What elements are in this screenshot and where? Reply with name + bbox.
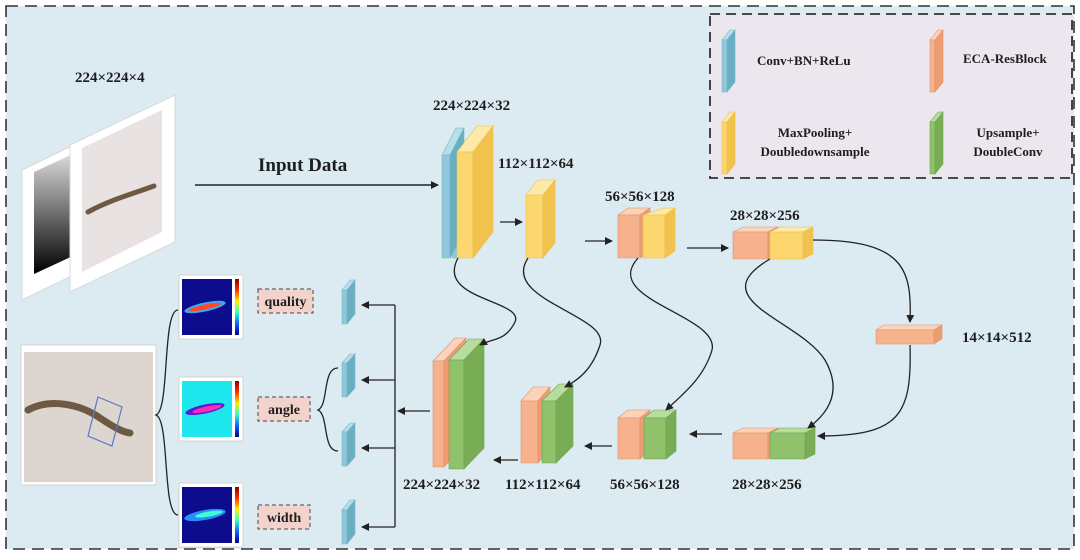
input-size-label: 224×224×4 xyxy=(75,70,145,86)
width-label: width xyxy=(267,511,301,526)
input-data-label: Input Data xyxy=(258,155,348,176)
encoder-block-1 xyxy=(441,125,494,259)
angle-label: angle xyxy=(268,403,300,418)
legend-conv-label: Conv+BN+ReLu xyxy=(757,53,851,68)
quality-heatmap xyxy=(178,274,244,340)
bottleneck-down-arrow xyxy=(812,239,915,323)
angle-brace xyxy=(316,367,339,452)
legend-box xyxy=(709,13,1073,179)
encoder-label-3: 56×56×128 xyxy=(605,189,675,205)
legend-conv-swatch xyxy=(721,29,736,93)
decoder-block-3 xyxy=(617,409,677,460)
decoder-label-3: 56×56×128 xyxy=(610,477,680,493)
decoder-label-1: 224×224×32 xyxy=(403,477,480,493)
grasp-result-image xyxy=(20,344,157,486)
width-label-box xyxy=(257,504,311,530)
decoder-block-4 xyxy=(732,427,816,460)
bottleneck-block xyxy=(874,324,944,345)
encoder-block-2 xyxy=(525,179,556,259)
encoder-block-4 xyxy=(732,226,814,260)
encoder-block-3 xyxy=(617,207,676,259)
output-head-angle-1 xyxy=(341,353,356,398)
bottleneck-up-arrow xyxy=(817,344,911,440)
skip-connection-3 xyxy=(629,257,713,411)
angle-label-box xyxy=(257,396,311,422)
angle-heatmap xyxy=(178,376,244,442)
output-head-width xyxy=(341,499,356,545)
encoder-label-2: 112×112×64 xyxy=(498,156,574,172)
encoder-label-1: 224×224×32 xyxy=(433,98,510,114)
bottleneck-label: 14×14×512 xyxy=(962,330,1032,346)
output-head-quality xyxy=(341,279,356,325)
decoder-block-1 xyxy=(432,337,485,470)
skip-connection-1 xyxy=(453,257,517,346)
input-rgb-image xyxy=(69,94,176,293)
quality-label: quality xyxy=(264,295,306,310)
decoder-label-4: 28×28×256 xyxy=(732,477,802,493)
legend-maxpool-label-2: Doubledownsample xyxy=(760,144,869,159)
encoder-label-4: 28×28×256 xyxy=(730,208,800,224)
quality-label-box xyxy=(257,288,314,314)
output-head-angle-2 xyxy=(341,422,356,467)
skip-connection-2 xyxy=(523,257,602,388)
result-brace xyxy=(154,309,179,516)
skip-connection-4 xyxy=(744,258,834,429)
decoder-label-2: 112×112×64 xyxy=(505,477,581,493)
decoder-block-2 xyxy=(520,383,574,464)
legend-upsample-label-1: Upsample+ xyxy=(976,125,1039,140)
legend-eca-swatch xyxy=(929,29,944,93)
width-heatmap xyxy=(178,482,244,548)
legend-upsample-label-2: DoubleConv xyxy=(973,144,1043,159)
legend-upsample-swatch xyxy=(929,111,944,175)
legend-maxpool-swatch xyxy=(721,111,736,175)
legend-maxpool-label-1: MaxPooling+ xyxy=(778,125,853,140)
legend-eca-label: ECA-ResBlock xyxy=(963,51,1048,66)
